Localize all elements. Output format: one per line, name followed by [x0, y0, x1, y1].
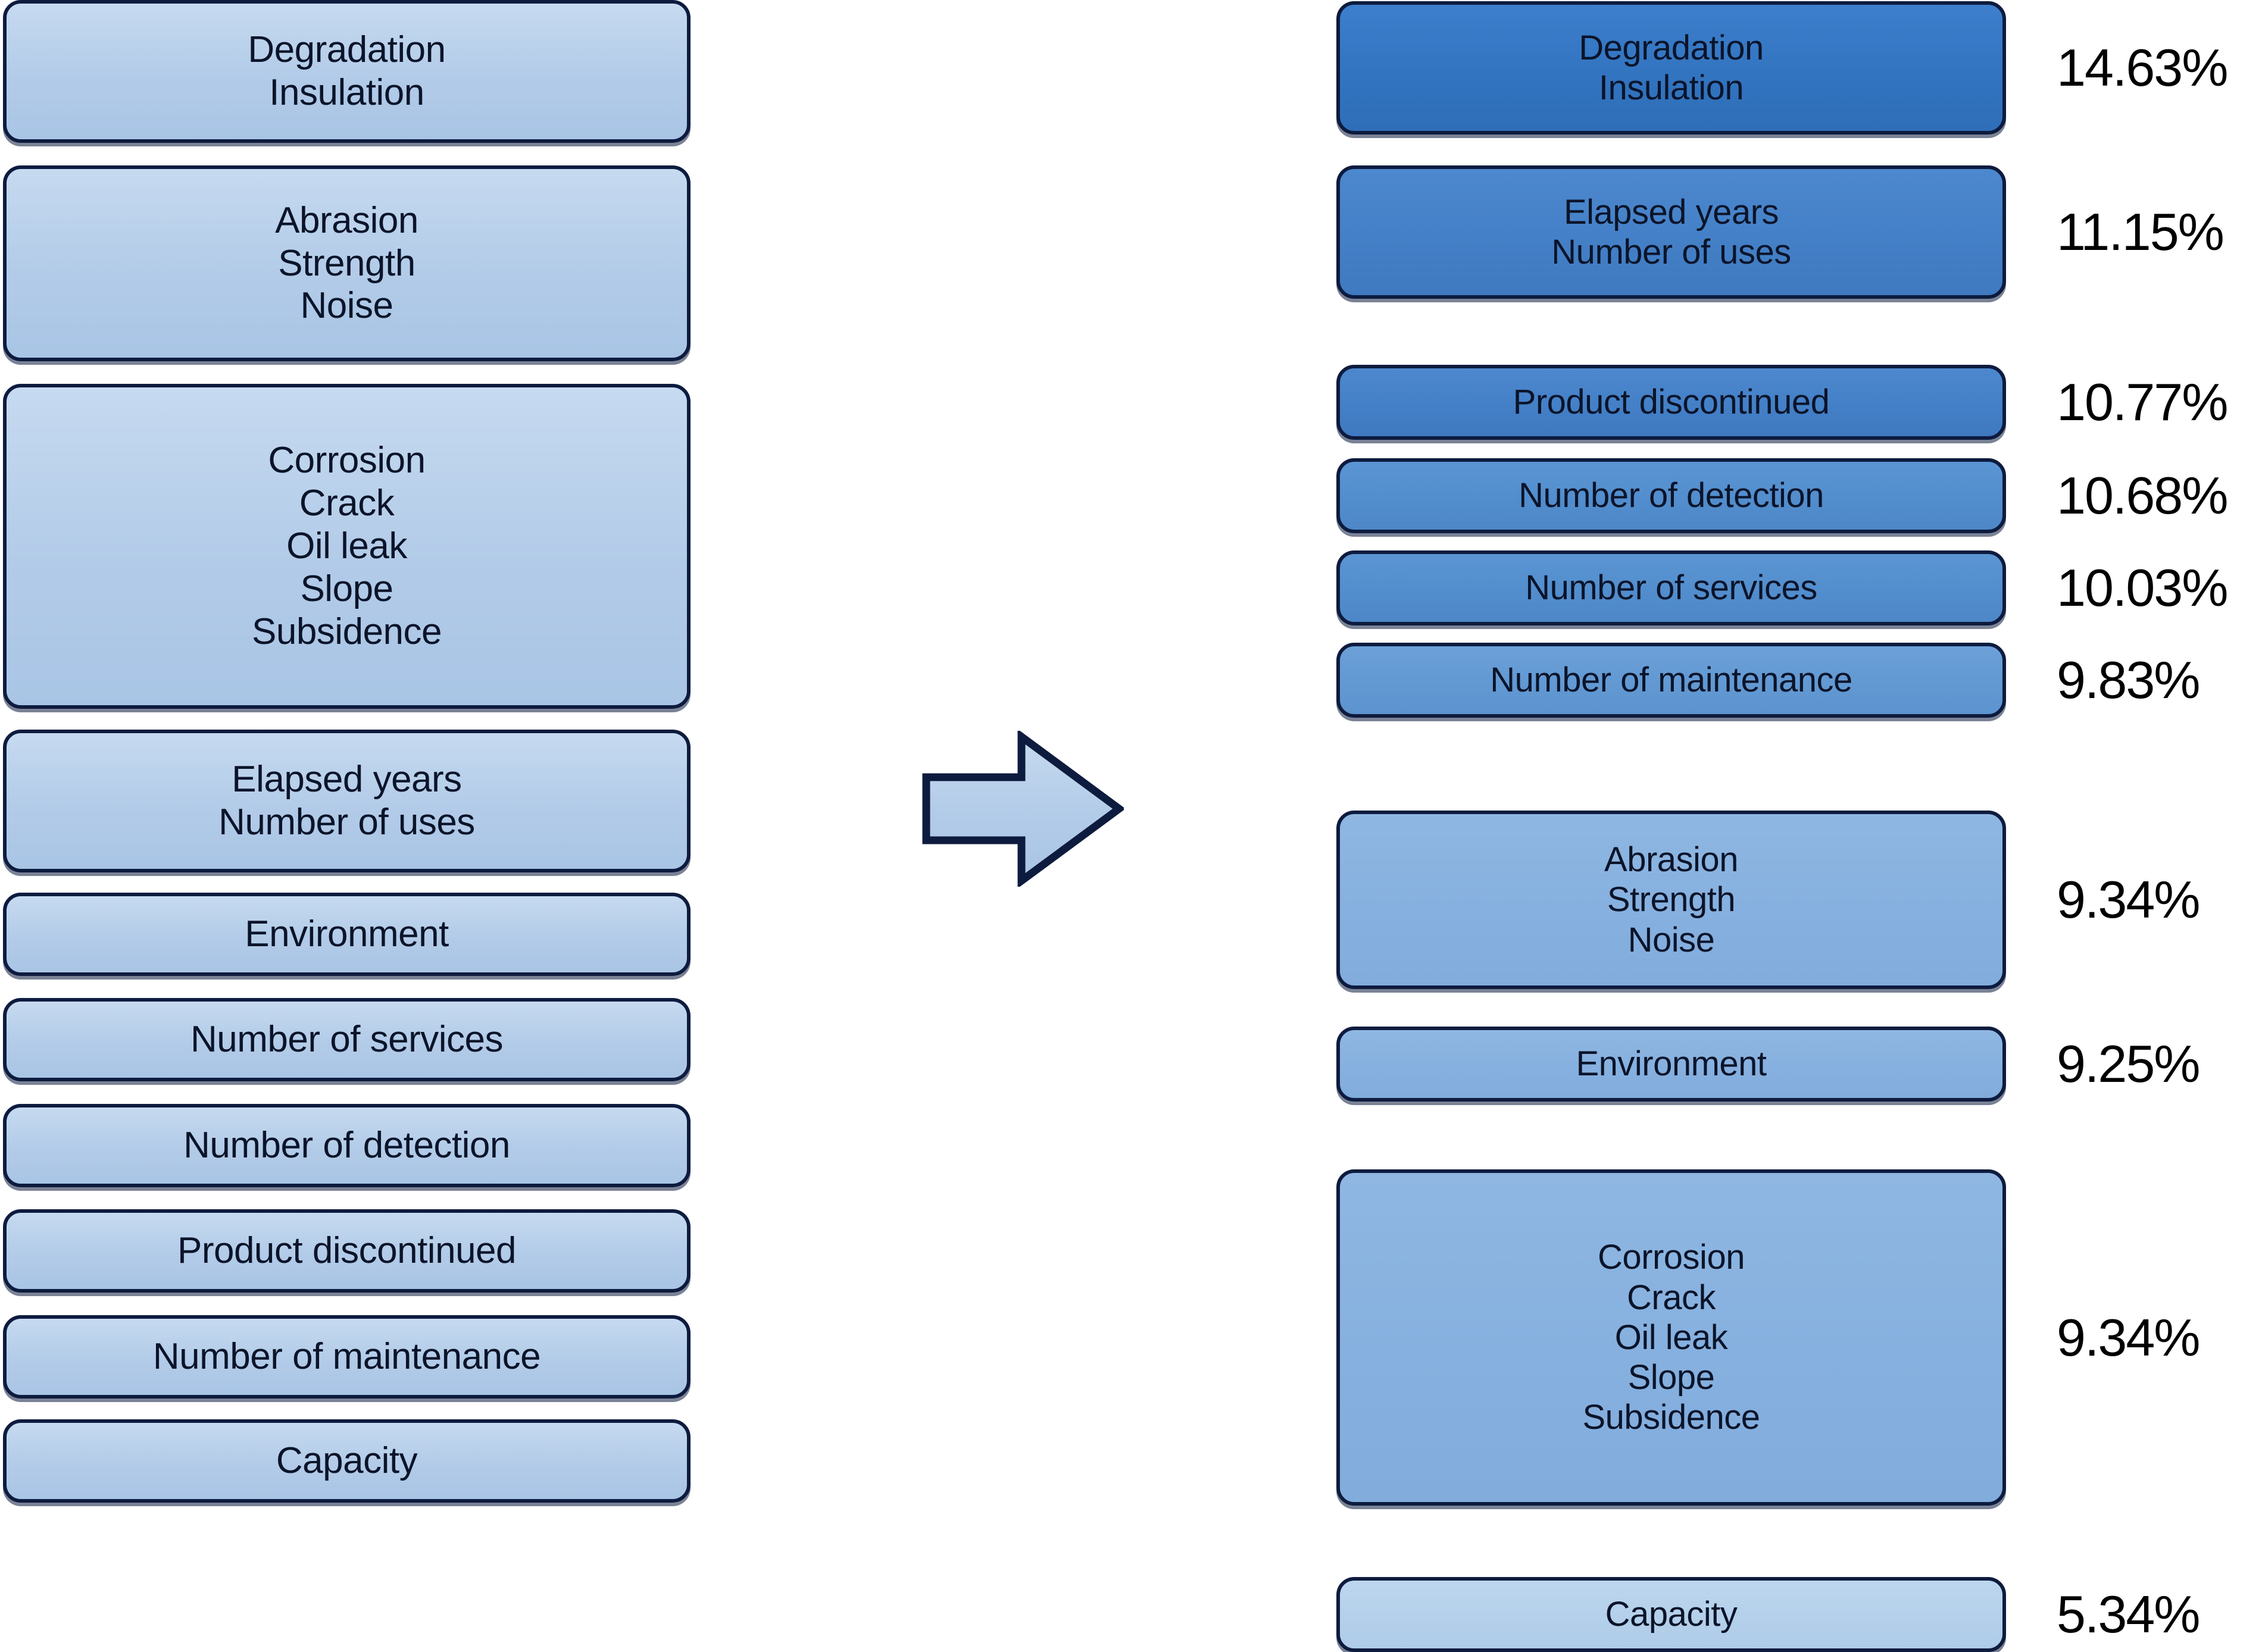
- box-label-line: Abrasion: [275, 199, 418, 241]
- right-factor-box[interactable]: Capacity: [1336, 1577, 2006, 1652]
- box-label-line: Number of detection: [1519, 476, 1824, 515]
- box-label: Number of detection: [7, 1124, 687, 1167]
- box-label: Product discontinued: [7, 1229, 687, 1272]
- box-label-line: Subsidence: [251, 611, 442, 652]
- box-label-line: Number of maintenance: [1490, 661, 1852, 700]
- box-label-line: Abrasion: [1604, 840, 1738, 880]
- weight-percent-label: 11.15%: [2057, 202, 2224, 261]
- box-label-line: Strength: [1607, 880, 1736, 919]
- box-label-line: Environment: [1576, 1044, 1767, 1084]
- weight-percent-label: 10.68%: [2057, 466, 2228, 525]
- box-label-line: Number of maintenance: [152, 1336, 541, 1378]
- box-label-line: Insulation: [269, 72, 424, 113]
- box-label-line: Capacity: [276, 1440, 418, 1482]
- weight-percent-label: 9.34%: [2057, 1307, 2201, 1367]
- weight-percent-label: 5.34%: [2057, 1585, 2201, 1644]
- box-label-line: Product discontinued: [1513, 383, 1830, 422]
- box-label-line: Number of uses: [218, 802, 475, 843]
- weight-percent-label: 10.77%: [2057, 373, 2228, 431]
- left-factor-box[interactable]: Product discontinued: [3, 1209, 691, 1293]
- box-label: Capacity: [1340, 1594, 2002, 1634]
- box-label-line: Oil leak: [286, 525, 407, 567]
- box-label-line: Strength: [278, 242, 415, 284]
- box-label: Product discontinued: [1340, 382, 2002, 422]
- box-label-line: Insulation: [1598, 68, 1744, 107]
- box-label-line: Environment: [245, 913, 449, 955]
- left-factor-box[interactable]: Number of maintenance: [3, 1315, 691, 1398]
- box-label-line: Slope: [300, 568, 393, 609]
- box-label-line: Noise: [300, 285, 393, 327]
- box-label-line: Degradation: [248, 29, 446, 71]
- box-label-line: Number of detection: [183, 1125, 510, 1166]
- box-label-line: Noise: [1627, 920, 1715, 959]
- box-label: Environment: [7, 913, 687, 956]
- weight-percent-label: 9.83%: [2057, 650, 2201, 709]
- box-label: Environment: [1340, 1044, 2002, 1084]
- box-label-line: Number of services: [190, 1019, 504, 1060]
- right-factor-box[interactable]: Number of services: [1336, 550, 2006, 625]
- weight-percent-label: 9.25%: [2057, 1034, 2201, 1093]
- box-label: Capacity: [7, 1440, 687, 1482]
- left-factor-box[interactable]: Capacity: [3, 1419, 691, 1503]
- right-factor-box[interactable]: Number of maintenance: [1336, 643, 2006, 718]
- box-label-line: Number of uses: [1551, 233, 1791, 271]
- weight-percent-label: 9.34%: [2057, 870, 2201, 929]
- right-factor-box[interactable]: Environment: [1336, 1027, 2006, 1102]
- box-label-line: Subsidence: [1582, 1398, 1760, 1437]
- box-label-line: Crack: [1627, 1278, 1716, 1317]
- weight-percent-label: 14.63%: [2057, 38, 2228, 97]
- left-factor-box[interactable]: Number of detection: [3, 1104, 691, 1187]
- box-label-line: Corrosion: [268, 440, 426, 481]
- box-label: Number of maintenance: [7, 1335, 687, 1378]
- left-factor-box[interactable]: Number of services: [3, 998, 691, 1081]
- box-label-line: Degradation: [1579, 28, 1764, 67]
- box-label-line: Corrosion: [1598, 1238, 1745, 1277]
- box-label-line: Elapsed years: [1563, 192, 1779, 231]
- box-label-line: Slope: [1627, 1358, 1715, 1397]
- box-label: Number of services: [1340, 568, 2002, 608]
- box-label-line: Capacity: [1605, 1595, 1738, 1634]
- box-label: Number of services: [7, 1018, 687, 1061]
- box-label-line: Oil leak: [1614, 1318, 1728, 1357]
- left-factor-box[interactable]: Environment: [3, 893, 691, 976]
- weight-percent-label: 10.03%: [2057, 558, 2228, 617]
- right-factor-box[interactable]: Number of detection: [1336, 458, 2006, 533]
- box-label-line: Crack: [299, 483, 395, 524]
- box-label: Number of detection: [1340, 475, 2002, 515]
- box-label-line: Number of services: [1525, 568, 1817, 608]
- box-label-line: Product discontinued: [177, 1230, 517, 1272]
- right-factor-box[interactable]: Product discontinued: [1336, 365, 2006, 440]
- right-block-arrow-icon: [921, 729, 1126, 888]
- box-label: Number of maintenance: [1340, 660, 2002, 700]
- box-label-line: Elapsed years: [232, 759, 462, 800]
